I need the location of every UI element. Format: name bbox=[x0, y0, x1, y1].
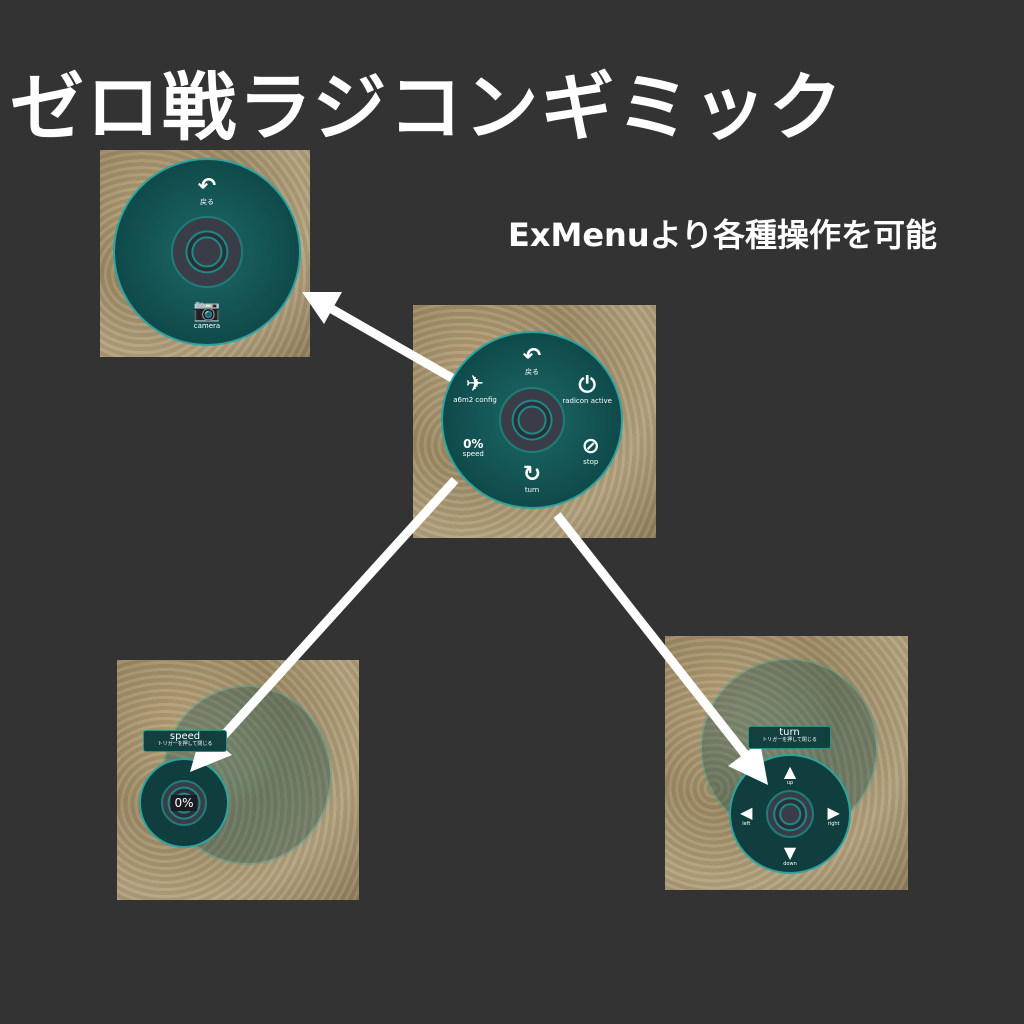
camera-button[interactable]: 📷 camera bbox=[193, 297, 221, 330]
turn-menu-panel: turn トリガーを押して閉じる ▲up ▼down ◀left ▶right bbox=[665, 636, 908, 890]
triangle-left-icon: ◀ bbox=[740, 803, 753, 823]
airplane-icon: ✈ bbox=[465, 371, 485, 397]
triangle-up-icon: ▲ bbox=[783, 761, 797, 781]
triangle-right-icon: ▶ bbox=[827, 803, 840, 823]
speed-value-display[interactable]: 0% bbox=[161, 780, 207, 826]
arrow-to-camera-menu bbox=[302, 292, 455, 382]
gauge-icon: 0% bbox=[463, 436, 484, 451]
menu-item-stop[interactable]: ⊘stop bbox=[581, 434, 600, 467]
back-arrow-icon: ↶ bbox=[522, 343, 542, 369]
camera-menu-panel: ↶ 戻る 📷 camera bbox=[100, 150, 310, 357]
subtitle: ExMenuより各種操作を可能 bbox=[508, 216, 937, 254]
menu-hub[interactable] bbox=[171, 216, 243, 288]
turn-up-button[interactable]: ▲up bbox=[783, 761, 797, 786]
arrow-to-speed-menu bbox=[190, 476, 459, 772]
menu-item-turn[interactable]: ↻turn bbox=[522, 462, 542, 495]
turn-right-button[interactable]: ▶right bbox=[827, 803, 840, 828]
main-menu-panel: ↶戻る ⏻radicon active ⊘stop ↻turn 0%speed … bbox=[413, 305, 656, 538]
page-title: ゼロ戦ラジコンギミック bbox=[10, 65, 845, 151]
rotate-icon: ↻ bbox=[522, 462, 542, 488]
turn-down-button[interactable]: ▼down bbox=[783, 842, 797, 867]
turn-tooltip: turn トリガーを押して閉じる bbox=[748, 726, 831, 749]
back-button[interactable]: ↶ 戻る bbox=[197, 174, 217, 207]
triangle-down-icon: ▼ bbox=[783, 842, 797, 862]
menu-hub[interactable] bbox=[766, 790, 814, 838]
camera-icon: 📷 bbox=[193, 297, 221, 323]
speed-radial-menu: 0% bbox=[139, 758, 229, 848]
main-radial-menu: ↶戻る ⏻radicon active ⊘stop ↻turn 0%speed … bbox=[441, 331, 623, 509]
stop-icon: ⊘ bbox=[581, 434, 600, 460]
power-icon: ⏻ bbox=[578, 373, 596, 399]
camera-radial-menu: ↶ 戻る 📷 camera bbox=[113, 158, 301, 346]
back-arrow-icon: ↶ bbox=[197, 174, 217, 200]
menu-hub[interactable] bbox=[499, 387, 565, 453]
menu-item-a6m2-config[interactable]: ✈a6m2 config bbox=[453, 371, 497, 404]
speed-tooltip: speed トリガーを押して閉じる bbox=[143, 730, 227, 752]
speed-menu-panel: speed トリガーを押して閉じる 0% bbox=[117, 660, 359, 900]
arrow-to-turn-menu bbox=[553, 512, 768, 785]
turn-left-button[interactable]: ◀left bbox=[740, 803, 753, 828]
menu-item-back[interactable]: ↶戻る bbox=[522, 343, 542, 376]
menu-item-speed[interactable]: 0%speed bbox=[462, 436, 484, 458]
menu-item-radicon-active[interactable]: ⏻radicon active bbox=[562, 373, 612, 406]
